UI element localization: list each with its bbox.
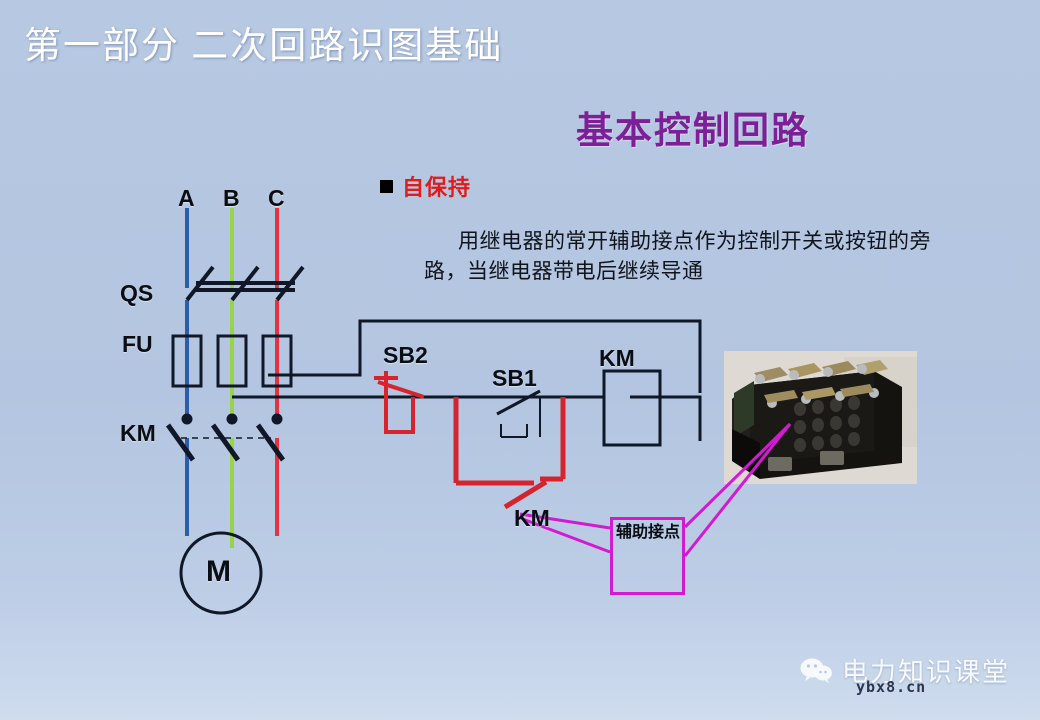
motor-symbol bbox=[179, 531, 263, 615]
bullet-label: 自保持 bbox=[402, 175, 472, 200]
watermark-site: ybx8.cn bbox=[856, 678, 927, 696]
label-km-hold: KM bbox=[514, 505, 550, 531]
disconnect-switch-qs bbox=[185, 265, 305, 302]
callout-box bbox=[610, 517, 685, 595]
contactor-main-contacts-km bbox=[165, 413, 286, 462]
wechat-icon bbox=[800, 658, 832, 683]
watermark: 电力知识课堂 bbox=[800, 652, 1010, 689]
start-button-sb1 bbox=[496, 389, 541, 438]
contactor-photo bbox=[724, 351, 917, 484]
label-sb1: SB1 bbox=[492, 365, 537, 391]
bullet-row: 自保持 bbox=[380, 170, 471, 202]
page-title: 第一部分 二次回路识图基础 bbox=[24, 26, 504, 67]
stop-button-sb2 bbox=[374, 371, 425, 434]
label-km-main: KM bbox=[120, 420, 156, 446]
holding-contact-km bbox=[453, 397, 566, 510]
slide-subtitle: 基本控制回路 bbox=[576, 111, 810, 152]
phase-label-c: C bbox=[268, 185, 285, 211]
label-qs: QS bbox=[120, 280, 154, 306]
watermark-name: 电力知识课堂 bbox=[842, 658, 1011, 687]
control-upper-wire bbox=[268, 319, 702, 393]
fuse-fu bbox=[171, 334, 293, 388]
contactor-coil-km bbox=[602, 369, 662, 447]
square-bullet-icon bbox=[380, 179, 393, 193]
label-sb2: SB2 bbox=[383, 342, 428, 368]
callout-label: 辅助接点 bbox=[616, 524, 681, 541]
control-right-wire bbox=[662, 395, 702, 441]
label-motor: M bbox=[206, 555, 231, 588]
body-paragraph: 用继电器的常开辅助接点作为控制开关或按钮的旁路，当继电器带电后继续导通 bbox=[424, 229, 931, 284]
label-fu: FU bbox=[122, 331, 153, 357]
label-km-coil: KM bbox=[599, 345, 635, 371]
phase-label-b: B bbox=[223, 185, 240, 211]
callout-leader-lines bbox=[519, 422, 792, 557]
phase-label-a: A bbox=[178, 185, 195, 211]
